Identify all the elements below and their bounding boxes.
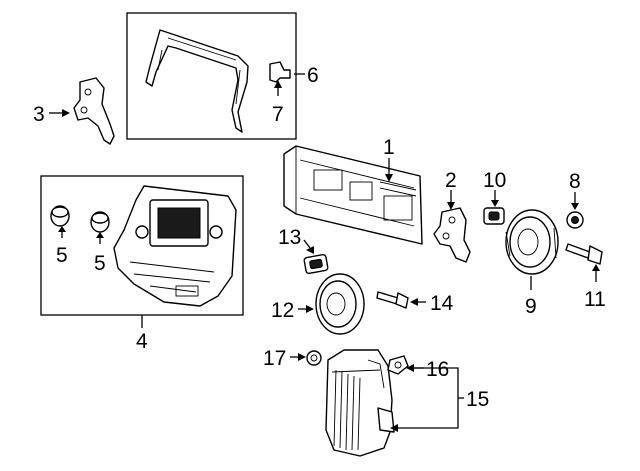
speaker-large [505,209,559,275]
switch-module [483,207,505,225]
radio-control-panel [113,185,237,307]
nut [306,350,322,366]
knob-cap-left [50,205,70,227]
callout-14: 14 [430,292,454,315]
bolt-small-speaker [376,291,409,309]
trim-bezel [145,29,249,133]
callout-6: 6 [307,64,319,87]
callout-1: 1 [383,136,395,159]
grommet [566,211,584,229]
callout-11: 11 [584,288,606,311]
trim-bezel-group-frame [126,12,297,140]
callout-13: 13 [278,226,301,249]
callout-12: 12 [271,299,294,322]
callout-17: 17 [263,347,286,370]
callout-5-right: 5 [94,252,106,275]
knob-cap-right [90,211,110,233]
callout-2: 2 [445,169,457,192]
callout-15: 15 [466,388,489,411]
speaker-clip [303,253,329,275]
callout-4: 4 [136,330,148,353]
amplifier-assembly [325,349,395,457]
callout-16: 16 [426,358,449,381]
bolt-speaker [565,243,603,265]
amplifier-bolt [387,355,409,375]
speaker-small [315,273,365,335]
callout-7: 7 [272,103,284,126]
mounting-bracket-left [73,77,115,145]
callout-9: 9 [525,295,537,318]
bracket-clip [269,61,291,83]
radio-receiver [283,145,423,245]
callout-8: 8 [569,170,581,193]
callout-10: 10 [483,169,506,192]
callout-5-left: 5 [56,244,68,267]
mounting-bracket-right [433,207,471,263]
callout-3: 3 [33,103,45,126]
